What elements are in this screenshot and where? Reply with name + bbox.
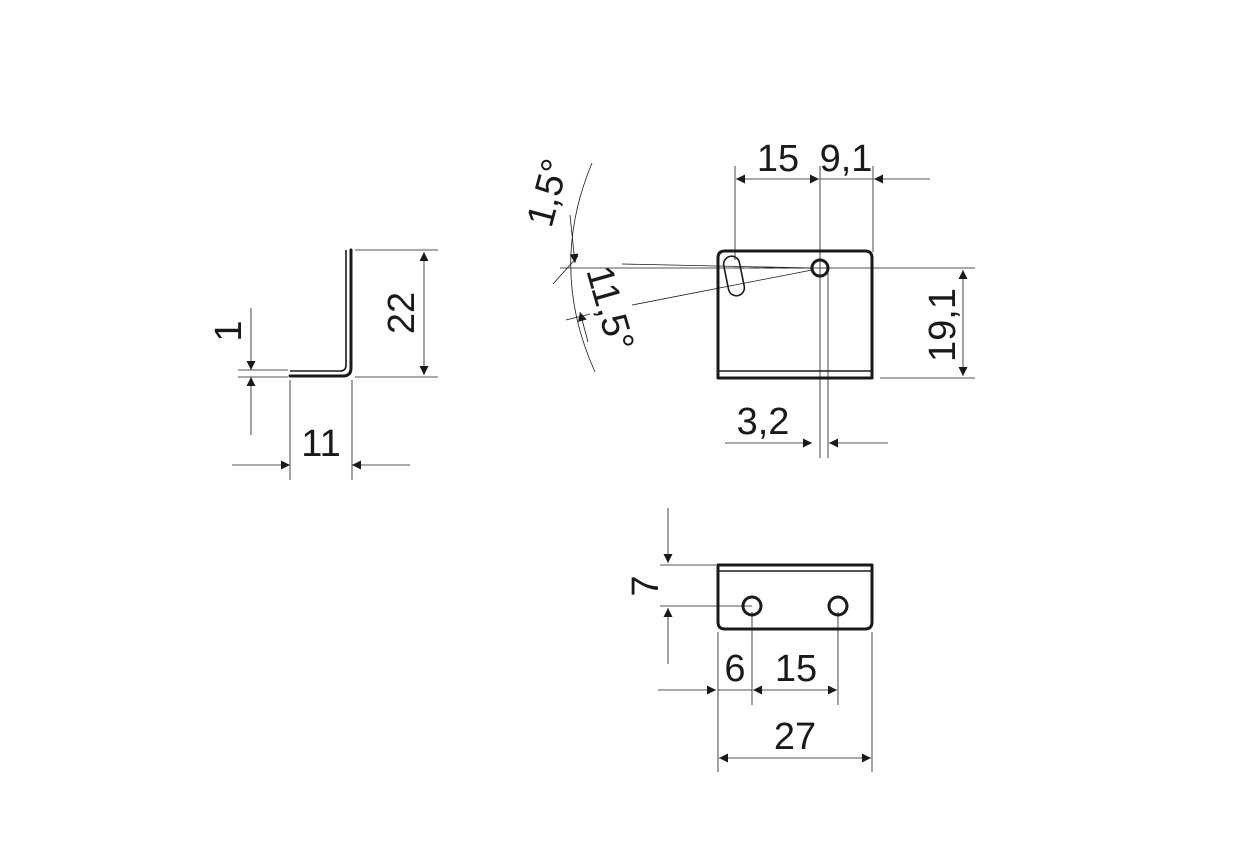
- side-view-profile: [288, 248, 353, 378]
- dim-height: 22: [381, 292, 423, 334]
- dim-front-height: 19,1: [922, 288, 964, 362]
- dim-hole-spacing: 15: [775, 648, 817, 690]
- dim-hole-edge-offset: 6: [724, 648, 745, 690]
- slot-hole: [722, 255, 746, 297]
- dim-overall-width: 27: [774, 716, 816, 758]
- side-view-profile-inner: [290, 250, 347, 372]
- dim-angle-large: 11,5°: [577, 261, 641, 356]
- dim-hole-offset-bottom: 3,2: [737, 401, 790, 443]
- front-view: 1,5° 11,5° 15 9,1 19,1 3,2: [519, 138, 975, 458]
- front-view-plate: [716, 249, 874, 380]
- top-view: 7 6 15 27: [625, 508, 874, 772]
- dim-flange-length: 11: [301, 423, 340, 465]
- dim-hole-spacing-top: 15: [757, 138, 799, 180]
- dim-thickness: 1: [208, 320, 250, 341]
- dim-angle-small: 1,5°: [519, 155, 577, 232]
- dim-hole-edge-offset-top: 9,1: [820, 138, 873, 180]
- side-view: 22 1 11: [208, 248, 438, 480]
- top-view-plate: [716, 563, 874, 631]
- dim-flange-depth: 7: [625, 575, 667, 596]
